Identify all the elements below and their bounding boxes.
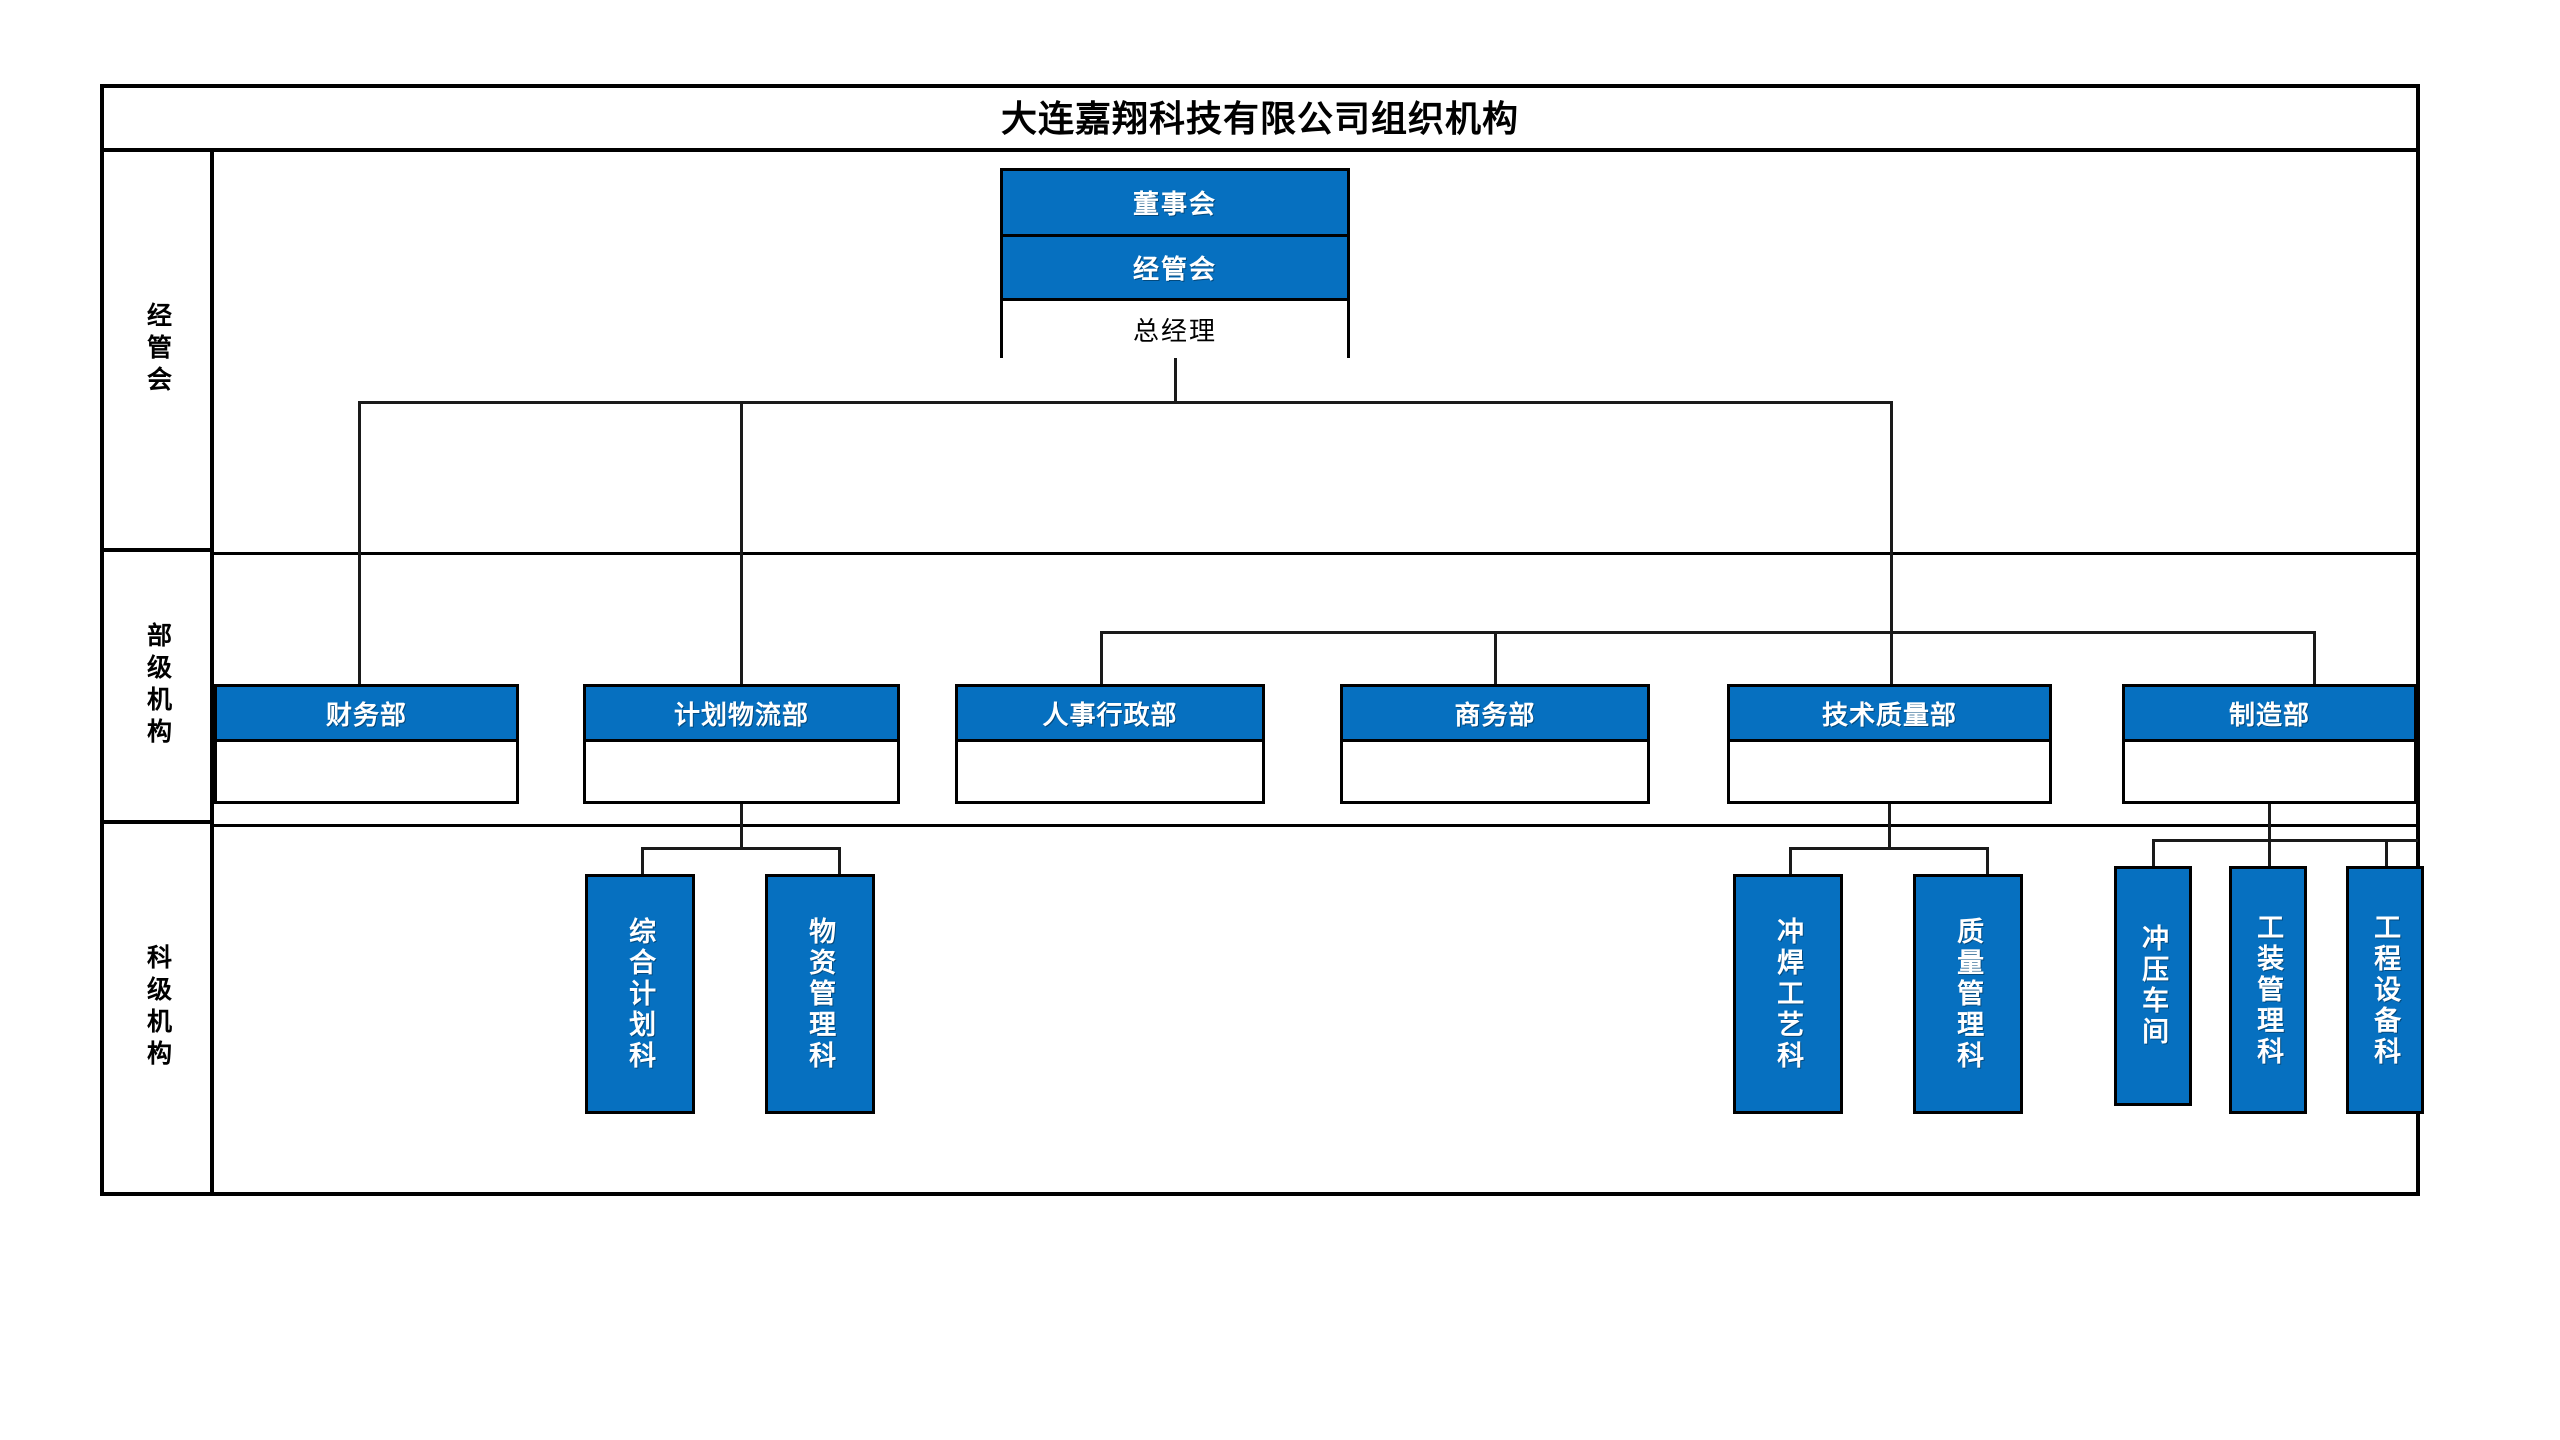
- level-band-label: 经管会: [143, 302, 172, 398]
- node-divider: [1343, 739, 1647, 742]
- node-hr-admin-label: 人事行政部: [958, 687, 1262, 739]
- connector-drop-gen-plan: [641, 847, 644, 879]
- connector-right-bus: [1100, 631, 2315, 634]
- node-planning-logistics[interactable]: 计划物流部: [583, 684, 900, 804]
- node-quality-management-section-label: 质量管理科: [1953, 916, 1984, 1072]
- node-tooling-management-section[interactable]: 工装管理科: [2229, 866, 2307, 1114]
- node-hr-admin[interactable]: 人事行政部: [955, 684, 1265, 804]
- node-general-planning-section-label: 综合计划科: [625, 916, 656, 1072]
- node-divider: [958, 739, 1262, 742]
- node-hr-admin-body: [958, 742, 1262, 801]
- node-press-shop[interactable]: 冲压车间: [2114, 866, 2192, 1106]
- connector-planning-bus: [641, 847, 841, 850]
- node-tech-quality-label: 技术质量部: [1730, 687, 2049, 739]
- node-engineering-equipment-section-label: 工程设备科: [2370, 912, 2401, 1068]
- node-stamping-welding-section-label: 冲焊工艺科: [1773, 916, 1804, 1072]
- connector-drop-pressshop: [2152, 839, 2155, 871]
- row-separator-department: [214, 552, 2416, 555]
- connector-drop-stampweld: [1789, 847, 1792, 879]
- stack-divider: [1003, 234, 1347, 237]
- node-material-management-section[interactable]: 物资管理科: [765, 874, 875, 1114]
- level-band-executive: 经管会: [104, 152, 214, 552]
- node-tech-quality-body: [1730, 742, 2049, 801]
- node-engineering-equipment-section[interactable]: 工程设备科: [2346, 866, 2424, 1114]
- connector-planning-drop: [740, 804, 743, 849]
- connector-drop-engineering: [2385, 839, 2388, 871]
- level-band-section: 科级机构: [104, 824, 214, 1192]
- connector-techquality-bus: [1789, 847, 1989, 850]
- node-general-manager[interactable]: 总经理: [1003, 301, 1347, 358]
- connector-drop-planning: [740, 401, 743, 693]
- connector-drop-manufacturing: [2313, 631, 2316, 693]
- node-planning-logistics-label: 计划物流部: [586, 687, 897, 739]
- node-finance-body: [217, 742, 516, 801]
- executive-stack: 董事会 经管会 总经理: [1000, 168, 1350, 358]
- node-tooling-management-section-label: 工装管理科: [2253, 912, 2284, 1068]
- node-business-label: 商务部: [1343, 687, 1647, 739]
- connector-main-bus: [358, 401, 1893, 404]
- node-divider: [1730, 739, 2049, 742]
- connector-gm-drop: [1174, 358, 1177, 403]
- node-stamping-welding-section[interactable]: 冲焊工艺科: [1733, 874, 1843, 1114]
- node-general-planning-section[interactable]: 综合计划科: [585, 874, 695, 1114]
- connector-manufacturing-bus: [2152, 839, 2418, 842]
- stack-divider: [1003, 298, 1347, 301]
- connector-drop-quality: [1986, 847, 1989, 879]
- node-business-body: [1343, 742, 1647, 801]
- node-divider: [2125, 739, 2414, 742]
- level-band-label: 部级机构: [143, 622, 172, 750]
- connector-drop-material: [838, 847, 841, 879]
- node-board[interactable]: 董事会: [1003, 171, 1347, 234]
- node-manufacturing-label: 制造部: [2125, 687, 2414, 739]
- page-title: 大连嘉翔科技有限公司组织机构: [100, 84, 2420, 152]
- connector-drop-business: [1494, 631, 1497, 693]
- node-executive-committee[interactable]: 经管会: [1003, 237, 1347, 298]
- connector-drop-hr: [1100, 631, 1103, 693]
- node-finance-label: 财务部: [217, 687, 516, 739]
- connector-drop-techquality: [1890, 631, 1893, 693]
- connector-drop-tooling: [2268, 839, 2271, 871]
- connector-drop-finance: [358, 401, 361, 693]
- node-quality-management-section[interactable]: 质量管理科: [1913, 874, 2023, 1114]
- node-business[interactable]: 商务部: [1340, 684, 1650, 804]
- node-manufacturing[interactable]: 制造部: [2122, 684, 2417, 804]
- node-planning-logistics-body: [586, 742, 897, 801]
- connector-drop-right-group: [1890, 401, 1893, 633]
- node-divider: [586, 739, 897, 742]
- node-material-management-section-label: 物资管理科: [805, 916, 836, 1072]
- row-separator-section: [214, 824, 2416, 827]
- level-band-label: 科级机构: [143, 944, 172, 1072]
- node-divider: [217, 739, 516, 742]
- node-tech-quality[interactable]: 技术质量部: [1727, 684, 2052, 804]
- node-press-shop-label: 冲压车间: [2138, 924, 2169, 1048]
- connector-manufacturing-drop: [2268, 804, 2271, 841]
- node-finance[interactable]: 财务部: [214, 684, 519, 804]
- connector-techquality-drop: [1888, 804, 1891, 849]
- level-band-department: 部级机构: [104, 552, 214, 824]
- node-manufacturing-body: [2125, 742, 2414, 801]
